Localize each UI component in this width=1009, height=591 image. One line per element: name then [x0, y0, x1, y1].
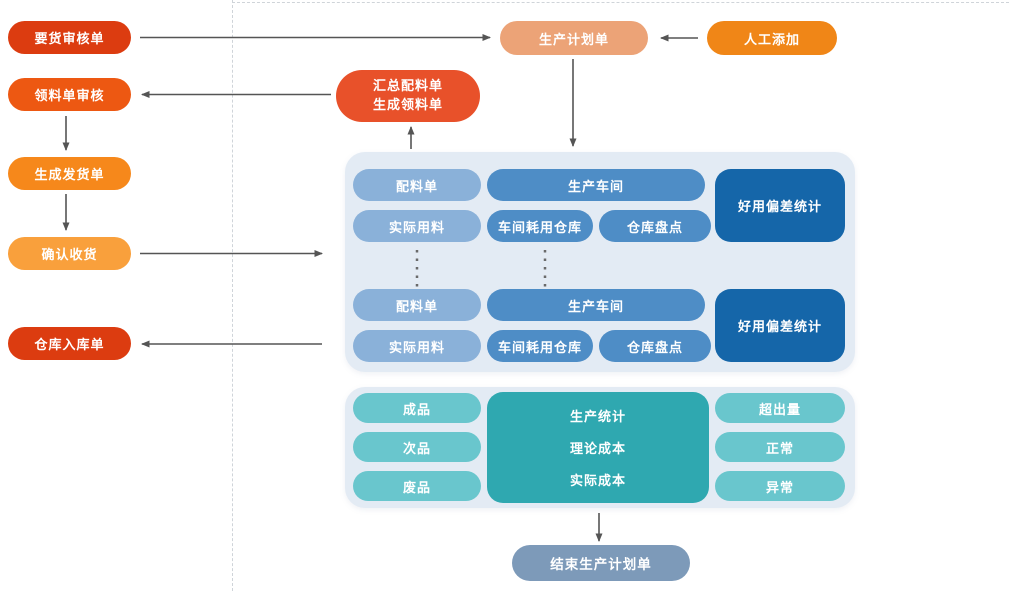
stats-panel: 成品 次品 废品 生产统计 理论成本 实际成本 超出量 正常 异常: [345, 387, 855, 508]
node-picking-audit: 领料单审核: [8, 78, 131, 111]
node-deviation-stat-2: 好用偏差统计: [715, 289, 845, 362]
node-production-plan: 生产计划单: [500, 21, 648, 55]
stat-line-theoretical-cost: 理论成本: [569, 440, 626, 456]
node-batch-list-1: 配料单: [353, 169, 481, 201]
node-abnormal: 异常: [715, 471, 845, 501]
node-finished-goods: 成品: [353, 393, 481, 423]
summary-line2: 生成领料单: [372, 97, 443, 112]
node-summary-picking: 汇总配料单 生成领料单: [336, 70, 480, 122]
summary-line1: 汇总配料单: [372, 78, 443, 94]
node-workshop-warehouse-1: 车间耗用仓库: [487, 210, 593, 242]
vertical-dashed-divider: [232, 0, 233, 591]
node-demand-audit: 要货审核单: [8, 21, 131, 54]
node-deviation-stat-1: 好用偏差统计: [715, 169, 845, 242]
node-confirm-receipt: 确认收货: [8, 237, 131, 270]
node-manual-add: 人工添加: [707, 21, 837, 55]
node-stocktake-1: 仓库盘点: [599, 210, 711, 242]
node-workshop-warehouse-2: 车间耗用仓库: [487, 330, 593, 362]
stat-line-production: 生产统计: [569, 409, 626, 425]
node-defective-goods: 次品: [353, 432, 481, 462]
horizontal-dashed-divider: [232, 2, 1009, 3]
node-normal: 正常: [715, 432, 845, 462]
stat-line-actual-cost: 实际成本: [569, 472, 626, 488]
node-workshop-2: 生产车间: [487, 289, 705, 321]
node-batch-list-2: 配料单: [353, 289, 481, 321]
node-end-production-plan: 结束生产计划单: [512, 545, 690, 581]
node-stocktake-2: 仓库盘点: [599, 330, 711, 362]
node-warehouse-inbound: 仓库入库单: [8, 327, 131, 360]
node-actual-usage-1: 实际用料: [353, 210, 481, 242]
node-actual-usage-2: 实际用料: [353, 330, 481, 362]
node-scrap-goods: 废品: [353, 471, 481, 501]
node-production-statistics: 生产统计 理论成本 实际成本: [487, 392, 709, 503]
node-workshop-1: 生产车间: [487, 169, 705, 201]
workshop-panel: 配料单 生产车间 好用偏差统计 实际用料 车间耗用仓库 仓库盘点 配料单 生产车…: [345, 152, 855, 372]
node-excess-amount: 超出量: [715, 393, 845, 423]
node-create-shipment: 生成发货单: [8, 157, 131, 190]
